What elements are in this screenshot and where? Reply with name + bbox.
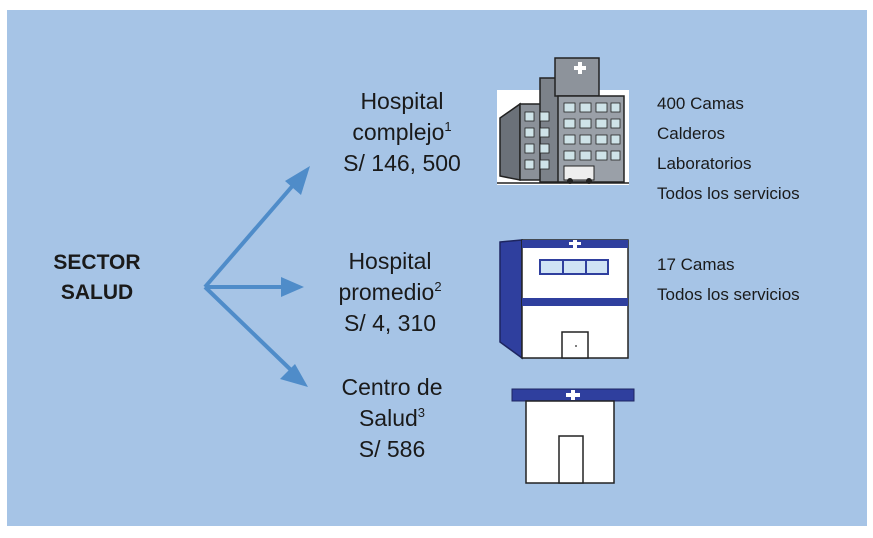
feature-item: 17 Camas: [657, 255, 735, 274]
sector-label-line2: SALUD: [60, 281, 134, 304]
facility-cost: S/ 586: [358, 436, 426, 462]
health-center-label: Centro de Salud3 S/ 586: [312, 372, 472, 465]
footnote-marker: 2: [434, 279, 442, 294]
feature-item: Calderos: [657, 124, 726, 143]
facility-cost: S/ 4, 310: [343, 310, 437, 336]
facility-name-line1: Hospital: [360, 88, 444, 114]
facility-cost: S/ 146, 500: [343, 150, 461, 176]
arrow-icon: [203, 285, 308, 387]
average-hospital-features: 17 Camas Todos los servicios: [657, 250, 800, 310]
arrow-icon: [203, 166, 310, 289]
facility-name-line1: Hospital: [348, 248, 432, 274]
feature-item: Laboratorios: [657, 154, 752, 173]
feature-item: Todos los servicios: [657, 184, 800, 203]
complex-hospital-features: 400 Camas Calderos Laboratorios Todos lo…: [657, 89, 800, 209]
facility-name-line2: promedio2: [338, 279, 442, 305]
health-center-icon: [511, 388, 635, 484]
complex-hospital-icon: [497, 57, 629, 185]
average-hospital-icon: [499, 239, 629, 360]
sector-label-line1: SECTOR: [53, 251, 141, 274]
footnote-marker: 1: [444, 119, 452, 134]
sector-label: SECTOR SALUD: [38, 248, 156, 308]
average-hospital-label: Hospital promedio2 S/ 4, 310: [310, 246, 470, 339]
diagram-panel: [7, 10, 867, 526]
footnote-marker: 3: [417, 405, 426, 420]
complex-hospital-label: Hospital complejo1 S/ 146, 500: [322, 86, 482, 179]
feature-item: Todos los servicios: [657, 285, 800, 304]
feature-item: 400 Camas: [657, 94, 744, 113]
facility-name-line2: Salud3: [358, 405, 426, 431]
arrow-icon: [205, 277, 304, 297]
facility-name-line2: complejo1: [352, 119, 452, 145]
facility-name-line1: Centro de: [341, 374, 443, 400]
